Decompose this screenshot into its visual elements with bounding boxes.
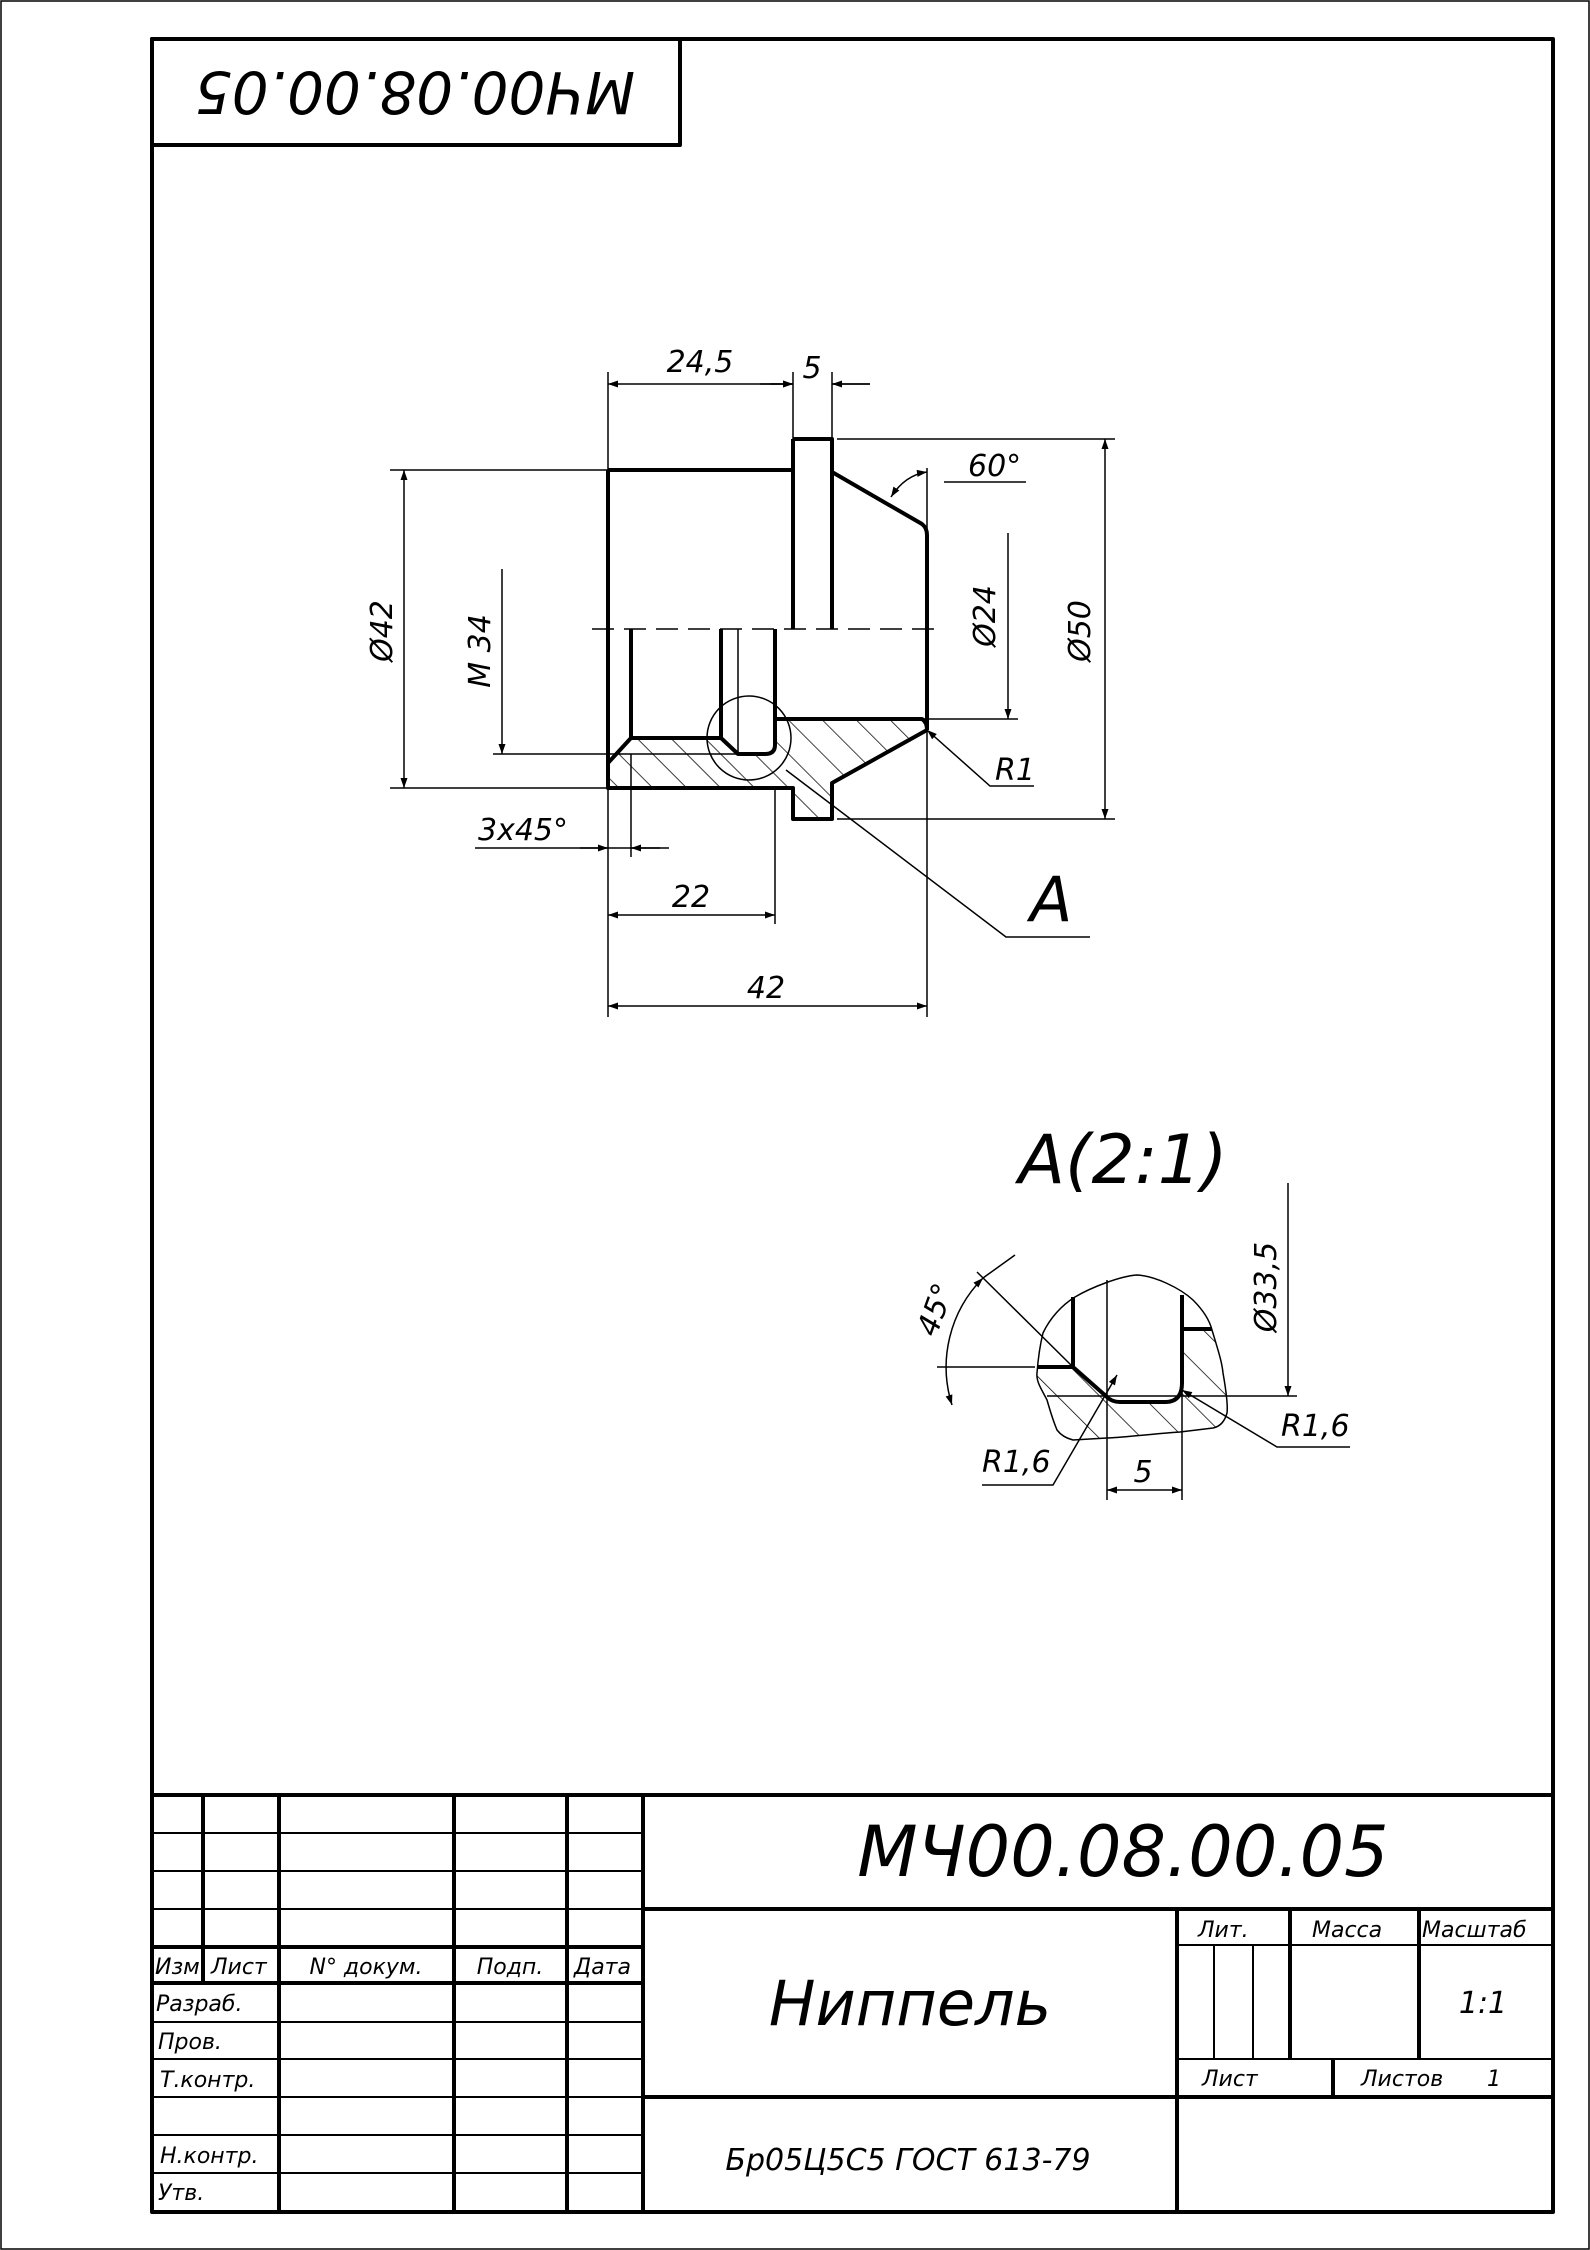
sheet-label: Лист — [1201, 2067, 1259, 2092]
detail-dim-angle: 45° — [911, 1279, 962, 1341]
scale-value: 1:1 — [1459, 1986, 1507, 2021]
dim-42: 42 — [747, 971, 785, 1006]
header-sign: Подп. — [477, 1955, 544, 1980]
sheets-value: 1 — [1487, 2067, 1501, 2092]
dim-r1: R1 — [995, 753, 1035, 788]
dim-chamfer: 3x45° — [478, 813, 568, 848]
role-tech-control: Т.контр. — [160, 2068, 255, 2093]
detail-dim-r-left: R1,6 — [982, 1445, 1051, 1480]
break-boundary — [1036, 1274, 1228, 1441]
rotated-stamp: МЧ00.08.00.05 — [150, 37, 682, 147]
role-approver: Утв. — [158, 2181, 204, 2206]
detail-callout-circle — [706, 695, 792, 781]
scale-label: Масштаб — [1422, 1918, 1527, 1943]
material: Бр05Ц5С5 ГОСТ 613-79 — [725, 2143, 1090, 2178]
detail-title: A(2:1) — [1014, 1121, 1227, 1200]
dim-22: 22 — [672, 880, 710, 915]
drawing-frame — [150, 37, 1555, 2214]
designation: МЧ00.08.00.05 — [857, 1811, 1388, 1893]
part-name: Ниппель — [769, 1967, 1051, 2040]
header-doc: N° докум. — [309, 1955, 422, 1980]
main-view: A 24,5 5 60° Ø50 Ø24 R1 Ø42 M 34 — [365, 345, 1115, 1017]
dim-24-5: 24,5 — [667, 345, 734, 380]
role-norm-control: Н.контр. — [160, 2144, 258, 2169]
role-developer: Разраб. — [156, 1992, 242, 2017]
dim-dia-24: Ø24 — [968, 585, 1003, 649]
lit-label: Лит. — [1197, 1918, 1249, 1943]
detail-dim-width: 5 — [1133, 1455, 1152, 1490]
section-hatch — [608, 719, 927, 819]
dim-dia-50: Ø50 — [1063, 600, 1098, 664]
dim-5: 5 — [802, 351, 821, 386]
detail-view: A(2:1) Ø33,5 5 45° R1,6 R1,6 — [911, 1121, 1350, 1500]
header-list: Лист — [210, 1955, 268, 1980]
detail-dim-r-right: R1,6 — [1281, 1409, 1350, 1444]
header-date: Дата — [573, 1955, 631, 1980]
mass-label: Масса — [1312, 1918, 1382, 1943]
dim-thread-m34: M 34 — [463, 614, 498, 688]
title-block: Изм Лист N° докум. Подп. Дата Разраб. Пр… — [152, 1793, 1553, 2212]
dim-angle-60: 60° — [968, 449, 1021, 484]
detail-dim-dia: Ø33,5 — [1249, 1242, 1284, 1334]
role-checker: Пров. — [158, 2030, 222, 2055]
dim-dia-42: Ø42 — [365, 600, 400, 664]
sheets-label: Листов — [1360, 2067, 1443, 2092]
rotated-designation: МЧ00.08.00.05 — [195, 58, 635, 126]
header-izm: Изм — [155, 1955, 200, 1980]
callout-label: A — [1026, 863, 1072, 936]
